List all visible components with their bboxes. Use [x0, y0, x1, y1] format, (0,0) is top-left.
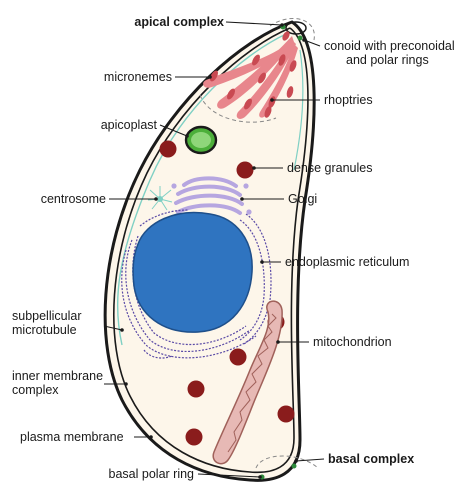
basal-ring-dot-2	[291, 463, 297, 469]
apicoplast-inner	[191, 132, 211, 148]
label-er: endoplasmic reticulum	[285, 255, 409, 269]
label-conoid-line2: and polar rings	[346, 53, 429, 67]
centriole	[157, 196, 163, 202]
microneme	[227, 88, 235, 100]
label-centrosome: centrosome	[41, 192, 106, 206]
micronemes	[210, 31, 297, 118]
dense-granule	[159, 140, 177, 158]
label-subpellicular-line2: microtubule	[12, 323, 77, 337]
rhoptry-4	[259, 44, 298, 118]
label-inner-membrane-line1: inner membrane	[12, 369, 103, 383]
leader-conoid	[303, 39, 321, 47]
label-basal-polar-ring: basal polar ring	[109, 467, 195, 481]
microneme	[210, 70, 218, 82]
golgi-vesicle	[171, 183, 177, 189]
mitochondrion-cristae	[227, 313, 277, 453]
apical-lower-dashed	[199, 94, 277, 123]
dense-granule	[229, 348, 247, 366]
label-plasma-membrane: plasma membrane	[20, 430, 124, 444]
label-inner-membrane-line2: complex	[12, 383, 59, 397]
label-conoid-line1: conoid with preconoidal	[324, 39, 455, 53]
label-golgi: Golgi	[288, 192, 317, 206]
dense-granule	[185, 428, 203, 446]
subpellicular-microtubule	[116, 33, 287, 346]
label-rhoptries: rhoptries	[324, 93, 373, 107]
centrosome	[147, 186, 173, 211]
microneme	[289, 60, 297, 72]
conoid	[285, 21, 307, 35]
leader-basal-polar-ring	[197, 473, 261, 478]
leader-apical-complex	[225, 21, 283, 26]
leader-lines	[103, 21, 325, 479]
labels: apical complex conoid with preconoidal a…	[12, 15, 455, 481]
golgi	[171, 176, 252, 215]
microneme	[258, 72, 266, 84]
label-apical-complex: apical complex	[134, 15, 224, 29]
endoplasmic-reticulum	[121, 209, 272, 359]
label-apicoplast: apicoplast	[101, 118, 158, 132]
dense-granule	[187, 380, 205, 398]
golgi-cisterna	[174, 193, 244, 206]
microneme	[244, 98, 252, 110]
dense-granule	[277, 405, 295, 423]
basal-dashed-outline	[255, 455, 319, 469]
microneme	[286, 86, 294, 98]
microneme	[282, 31, 290, 41]
golgi-cisterna	[182, 176, 238, 188]
golgi-cisterna	[176, 184, 242, 197]
subpellicular-microtubule-2	[293, 49, 304, 171]
microneme	[278, 54, 286, 66]
rhoptry-3	[203, 42, 293, 88]
microneme	[252, 54, 260, 66]
inner-membrane-complex	[113, 27, 309, 474]
label-basal-complex: basal complex	[328, 452, 414, 466]
label-mitochondrion: mitochondrion	[313, 335, 392, 349]
label-subpellicular-line1: subpellicular	[12, 309, 81, 323]
microneme	[268, 96, 276, 108]
leader-subpellicular	[103, 325, 123, 331]
nucleus	[132, 211, 253, 333]
label-dense-granules: dense granules	[287, 161, 372, 175]
polar-ring-dot-1	[297, 35, 303, 41]
microneme	[264, 106, 272, 118]
golgi-vesicle	[246, 209, 252, 215]
leader-basal-complex	[295, 458, 325, 462]
golgi-vesicle	[243, 183, 249, 189]
mitochondrion	[212, 300, 283, 465]
label-micronemes: micronemes	[104, 70, 172, 84]
apicoplast	[184, 125, 218, 155]
dense-granule	[236, 161, 254, 179]
leader-apicoplast	[159, 124, 188, 137]
